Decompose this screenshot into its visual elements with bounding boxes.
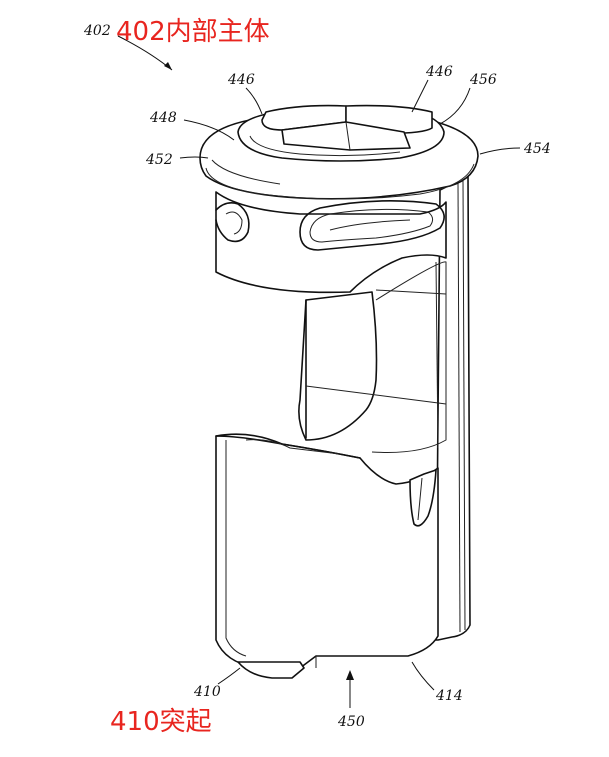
- ref-452: 452: [145, 152, 173, 168]
- ref-402: 402: [83, 23, 111, 39]
- ref-410: 410: [193, 684, 221, 700]
- annotation-main-body: 402内部主体: [116, 17, 270, 47]
- middle-spine: [298, 291, 378, 441]
- ref-414: 414: [435, 688, 463, 704]
- ref-448: 448: [149, 110, 177, 126]
- lower-cup: [215, 435, 439, 669]
- upper-collar: [215, 191, 447, 294]
- collar-window: [299, 200, 445, 251]
- ref-450: 450: [337, 714, 365, 730]
- body-right-wall: [435, 175, 471, 641]
- annotation-protrusion: 410突起: [110, 707, 212, 737]
- ref-446-right: 446: [425, 64, 453, 80]
- side-tab: [409, 469, 437, 527]
- ref-446-left: 446: [227, 72, 255, 88]
- bottom-protrusion: [237, 661, 305, 679]
- ref-454: 454: [523, 141, 551, 157]
- ref-456: 456: [469, 72, 497, 88]
